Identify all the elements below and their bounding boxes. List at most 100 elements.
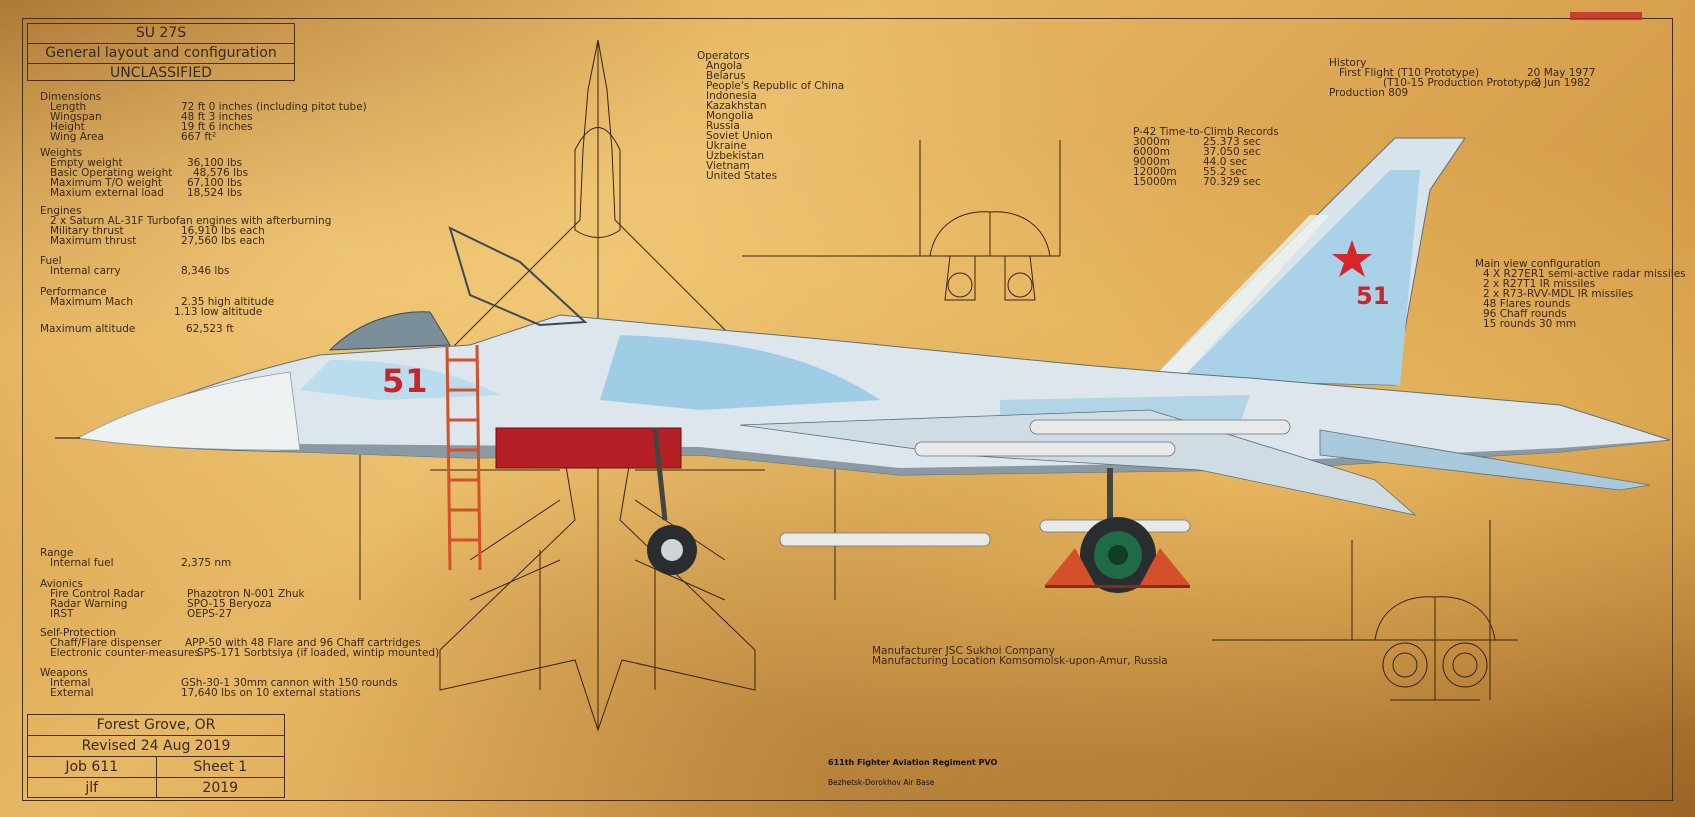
fire-control-value: Phazotron N-001 Zhuk <box>187 588 305 600</box>
fuel-header: Fuel <box>40 255 62 267</box>
ecm-value: SPS-171 Sorbtsiya (if loaded, wintip mou… <box>197 647 440 659</box>
weapons-external-label: External <box>50 687 94 699</box>
dimensions-header: Dimensions <box>40 91 102 103</box>
revised-date: Revised 24 Aug 2019 <box>28 736 284 757</box>
chaff-label: Chaff/Flare dispenser <box>50 637 162 649</box>
operator-item: Soviet Union <box>706 130 773 142</box>
operator-item: Angola <box>706 60 743 72</box>
manufacturer-line: Manufacturer JSC Sukhoi Company <box>872 645 1055 657</box>
military-thrust-value: 16,910 lbs each <box>181 225 265 237</box>
operator-item: Kazakhstan <box>706 100 767 112</box>
production-prototype-date: 2 Jun 1982 <box>1534 77 1591 89</box>
climb-time: 37.050 sec <box>1203 146 1261 158</box>
operator-item: Uzbekistan <box>706 150 764 162</box>
length-value: 72 ft 0 inches (including pitot tube) <box>181 101 367 113</box>
unit-regiment: 611th Fighter Aviation Regiment PVO <box>828 758 998 767</box>
rear-view-outline <box>1212 520 1518 700</box>
engines-line: 2 x Saturn AL-31F Turbofan engines with … <box>50 215 332 227</box>
irst-label: IRST <box>50 608 74 620</box>
title-block: SU 27S General layout and configuration … <box>27 23 295 81</box>
stamp-mark <box>1570 12 1642 20</box>
operator-item: Mongolia <box>706 110 754 122</box>
config-item: 2 x R73-RVV-MDL IR missiles <box>1483 288 1634 300</box>
operator-item: People's Republic of China <box>706 80 845 92</box>
operators-header: Operators <box>697 50 750 62</box>
basic-weight-value: 48,576 lbs <box>193 167 249 179</box>
production-count: Production 809 <box>1329 87 1409 99</box>
irst-value: OEPS-27 <box>187 608 233 620</box>
ecm-label: Electronic counter-measures <box>50 647 200 659</box>
history-header: History <box>1329 57 1367 69</box>
wing-area-value: 667 ft² <box>181 131 217 143</box>
length-label: Length <box>50 101 87 113</box>
empty-weight-label: Empty weight <box>50 157 123 169</box>
front-view-outline <box>742 140 1061 257</box>
climb-altitude: 3000m <box>1133 136 1170 148</box>
production-prototype-label: (T10-15 Production Prototype) <box>1383 77 1542 89</box>
first-flight-date: 20 May 1977 <box>1527 67 1596 79</box>
job-number: Job 611 <box>28 757 157 777</box>
config-item: 2 x R27T1 IR missiles <box>1483 278 1596 290</box>
classification: UNCLASSIFIED <box>110 65 212 81</box>
layout-subtitle: General layout and configuration <box>28 44 294 64</box>
chaff-value: APP-50 with 48 Flare and 96 Chaff cartri… <box>185 637 421 649</box>
radar-warning-label: Radar Warning <box>50 598 128 610</box>
manufacturing-location: Manufacturing Location Komsomolsk-upon-A… <box>872 655 1168 667</box>
max-external-label: Maxium external load <box>50 187 164 199</box>
operator-item: Russia <box>706 120 740 132</box>
first-flight-label: First Flight (T10 Prototype) <box>1339 67 1480 79</box>
max-mach-low: 1.13 low altitude <box>174 306 263 318</box>
operator-item: Indonesia <box>706 90 757 102</box>
climb-altitude: 15000m <box>1133 176 1177 188</box>
range-internal-label: Internal fuel <box>50 557 114 569</box>
max-altitude-label: Maximum altitude <box>40 323 136 335</box>
wingspan-label: Wingspan <box>50 111 102 123</box>
red-panel <box>495 427 682 469</box>
weapons-header: Weapons <box>40 667 88 679</box>
wingspan-value: 48 ft 3 inches <box>181 111 253 123</box>
performance-header: Performance <box>40 286 107 298</box>
sheet-number: Sheet 1 <box>193 759 248 775</box>
climb-record-row: 3000m 25.373 sec <box>1133 136 1273 148</box>
range-header: Range <box>40 547 74 559</box>
boarding-ladder <box>445 344 482 571</box>
internal-carry-value: 8,346 lbs <box>181 265 230 277</box>
empty-weight-value: 36,100 lbs <box>187 157 243 169</box>
maximum-thrust-value: 27,560 lbs each <box>181 235 265 247</box>
max-to-weight-value: 67,100 lbs <box>187 177 243 189</box>
max-mach-high: 2.35 high altitude <box>181 296 275 308</box>
sheet-year: 2019 <box>202 780 239 796</box>
climb-altitude: 9000m <box>1133 156 1170 168</box>
avionics-header: Avionics <box>40 578 83 590</box>
climb-altitude: 6000m <box>1133 146 1170 158</box>
weights-header: Weights <box>40 147 83 159</box>
config-item: 96 Chaff rounds <box>1483 308 1567 320</box>
fire-control-label: Fire Control Radar <box>50 588 145 600</box>
info-block: Forest Grove, OR Revised 24 Aug 2019 Job… <box>27 714 285 798</box>
climb-records-header: P-42 Time-to-Climb Records <box>1133 126 1279 138</box>
climb-time: 25.373 sec <box>1203 136 1261 148</box>
config-header: Main view configuration <box>1475 258 1601 270</box>
climb-time: 70.329 sec <box>1203 176 1261 188</box>
operator-item: Ukraine <box>706 140 747 152</box>
weapons-external-value: 17,640 lbs on 10 external stations <box>181 687 361 699</box>
tail-number-fuselage: 51 <box>382 362 429 400</box>
tail-number-fin: 51 <box>1356 282 1390 310</box>
config-item: 4 X R27ER1 semi-active radar missiles <box>1483 268 1686 280</box>
operator-item: Vietnam <box>706 160 750 172</box>
aircraft-designation: SU 27S <box>28 24 294 44</box>
operator-item: Belarus <box>706 70 746 82</box>
max-external-value: 18,524 lbs <box>187 187 243 199</box>
self-protection-header: Self-Protection <box>40 627 117 639</box>
climb-altitude: 12000m <box>1133 166 1177 178</box>
climb-time: 55.2 sec <box>1203 166 1248 178</box>
max-altitude-value: 62,523 ft <box>186 323 234 335</box>
radar-warning-value: SPO-15 Beryoza <box>187 598 272 610</box>
initials: jlf <box>28 778 157 798</box>
outer-frame <box>22 18 1673 801</box>
height-label: Height <box>50 121 85 133</box>
internal-carry-label: Internal carry <box>50 265 121 277</box>
